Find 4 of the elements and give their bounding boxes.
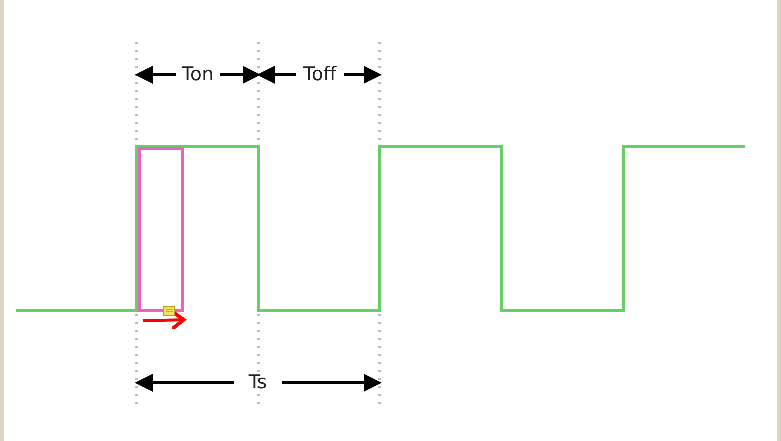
dimension-label: Ts [248,374,268,392]
dimension-label: Ton [182,66,214,84]
dimension-label: Toff [303,66,337,84]
selection-rectangle [138,148,184,312]
